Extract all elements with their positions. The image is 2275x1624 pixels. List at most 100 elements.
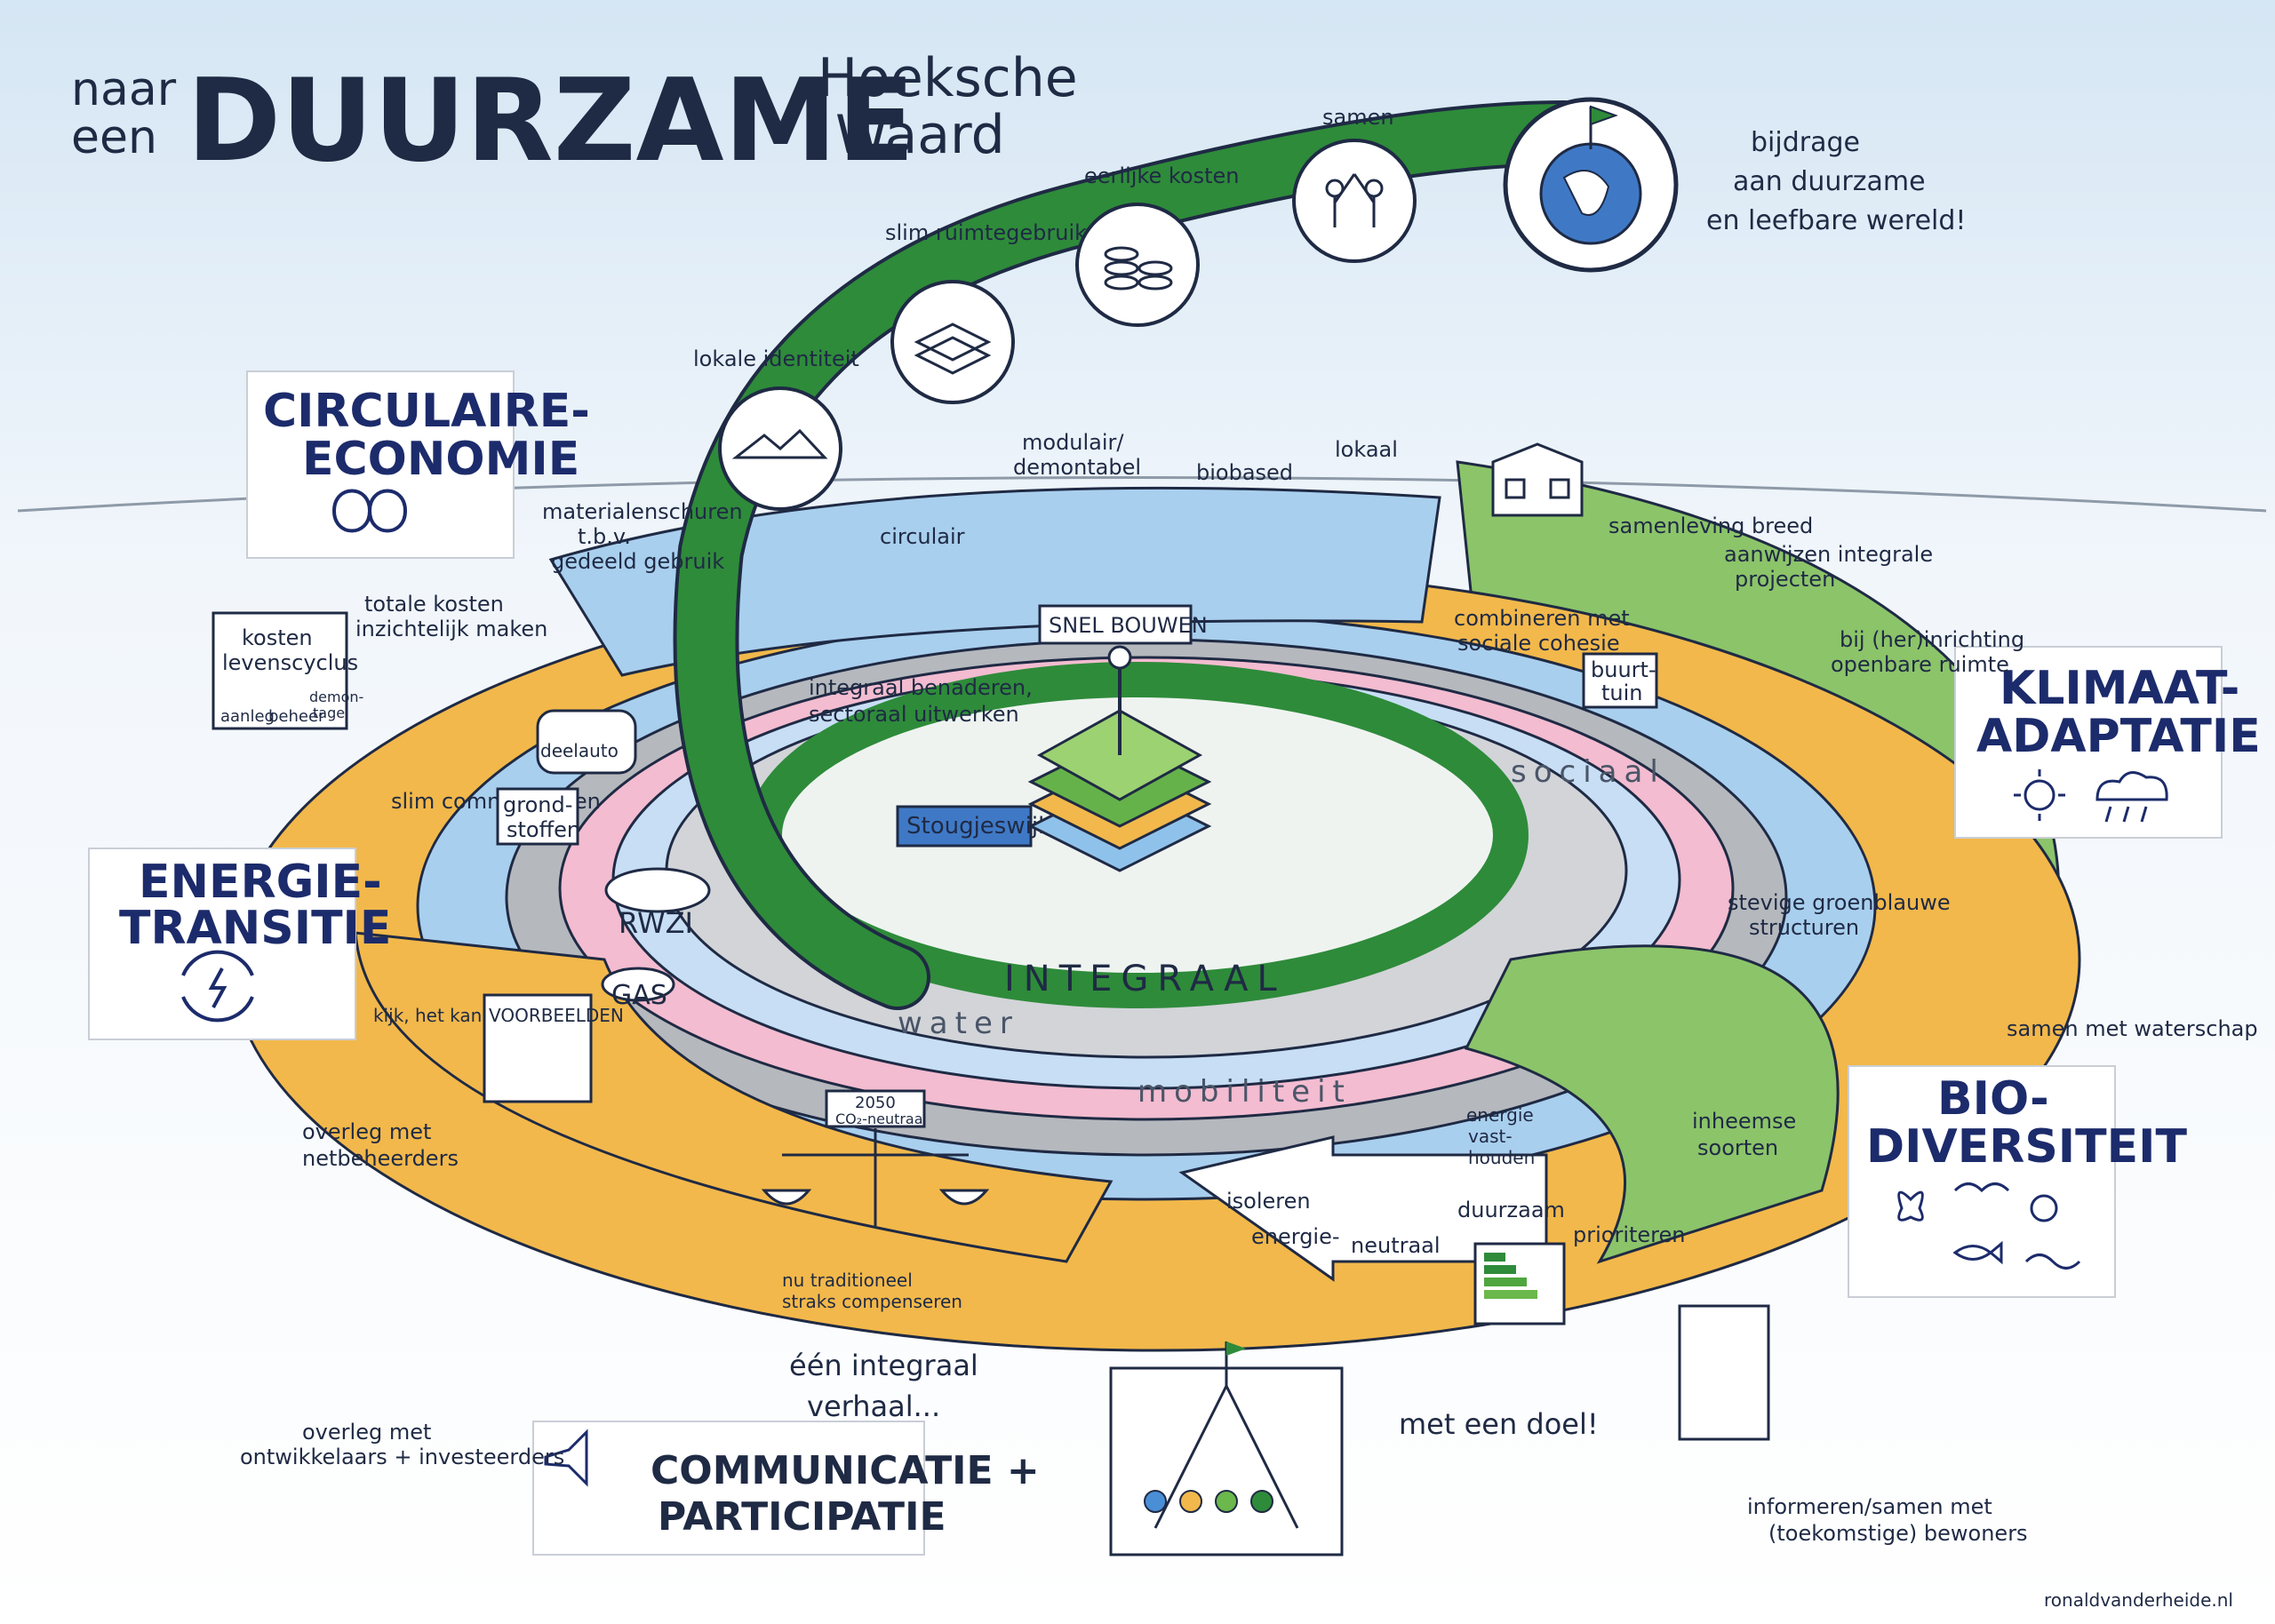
klimaat-note-stevige: stevige groenblauwe	[1728, 890, 1951, 915]
energie-note-houden: houden	[1468, 1147, 1535, 1168]
theme-energie-transitie: ENERGIE- TRANSITIE	[88, 848, 391, 1040]
energie-note-nu-traditioneel: nu traditioneel	[782, 1270, 913, 1291]
landscape-icon	[731, 428, 828, 459]
theme-communicatie: COMMUNICATIE + PARTICIPATIE	[532, 1421, 1040, 1556]
klimaat-note-combineren: combineren met	[1454, 606, 1630, 631]
center-sign-text: Stougjeswijk	[906, 813, 1051, 840]
goal-caption-3: en leefbare wereld!	[1706, 205, 1966, 236]
energy-cycle-icon	[181, 950, 254, 1023]
theme-title-2: ADAPTATIE	[1976, 710, 2261, 763]
megaphone-icon	[544, 1429, 588, 1487]
roadmap-board	[1109, 1341, 1344, 1556]
cirkel-note-grond: grond-	[503, 792, 572, 817]
theme-box	[246, 370, 515, 559]
ring-label-water: water	[898, 1006, 1019, 1041]
goal-label-2: slim ruimtegebruik	[885, 220, 1087, 245]
bird-icon	[1953, 1182, 2010, 1193]
cirkel-note-biobased: biobased	[1196, 460, 1293, 485]
energie-note-2050: 2050	[855, 1094, 896, 1112]
energie-note-energie2: energie	[1466, 1104, 1534, 1126]
comm-note-overleg: overleg met	[302, 1420, 431, 1445]
rain-cloud-icon	[2095, 771, 2168, 823]
goal-lokale-identiteit: lokale identiteit	[693, 346, 859, 511]
theme-title-1: BIO-	[1937, 1072, 2049, 1126]
center-layer-stack-icon	[1027, 645, 1212, 872]
cirkel-note-snel-bouwen: SNEL BOUWEN	[1049, 613, 1208, 638]
cirkel-note-kosten: kosten	[242, 625, 313, 650]
goal-eerlijke-kosten: eerlijke kosten	[1075, 163, 1239, 327]
goal-label-3: eerlijke kosten	[1084, 163, 1239, 188]
cirkel-note-stoffen: stoffen	[507, 817, 580, 842]
gas-tank	[601, 967, 675, 1002]
klimaat-note-sociale-cohesie: sociale cohesie	[1457, 631, 1620, 656]
approach-note-1: integraal benaderen,	[809, 675, 1033, 700]
voorbeelden-board	[483, 993, 593, 1103]
goal-label-4: samen	[1322, 105, 1394, 130]
klimaat-note-projecten: projecten	[1735, 567, 1835, 592]
butterfly-icon	[1897, 1190, 1924, 1222]
theme-title-1: COMMUNICATIE +	[651, 1448, 1040, 1493]
flipchart	[1678, 1304, 1770, 1441]
klimaat-note-waterschap: samen met waterschap	[2007, 1016, 2258, 1041]
theme-title-1: KLIMAAT-	[2000, 662, 2239, 715]
comm-note-doel: met een doel!	[1399, 1407, 1599, 1441]
energie-note-vast: vast-	[1468, 1126, 1513, 1147]
energie-note-kijk: kijk, het kan!	[373, 1005, 489, 1026]
header-title: DUURZAME	[187, 55, 914, 187]
cirkel-note-demon: demon-	[309, 689, 363, 705]
balance-scale-icon	[761, 1128, 990, 1226]
theme-box	[1954, 646, 2223, 839]
cirkel-note-modulair: modulair/	[1022, 430, 1124, 455]
cirkel-note-totale-kosten: totale kosten	[364, 592, 504, 617]
coin-stacks-icon	[1104, 246, 1173, 291]
cirkel-note-materialenschuren: materialenschuren	[542, 499, 743, 524]
theme-biodiversiteit: BIO- DIVERSITEIT	[1848, 1065, 2187, 1298]
klimaat-note-herinrichting: bij (her)inrichting	[1840, 627, 2024, 652]
people-high-five-icon	[1325, 173, 1384, 227]
energie-note-netbeheerders: netbeheerders	[302, 1146, 459, 1171]
rwzi-tank	[604, 867, 711, 913]
energie-note-duurzaam: duurzaam	[1457, 1198, 1565, 1222]
theme-klimaat-adaptatie: KLIMAAT- ADAPTATIE	[1954, 646, 2261, 839]
cirkel-note-lokaal: lokaal	[1335, 437, 1398, 462]
klimaat-note-aanwijzen: aanwijzen integrale	[1724, 542, 1933, 567]
header-prefix-1: naar	[71, 63, 177, 116]
theme-box	[88, 848, 356, 1040]
klimaat-note-buurt: buurt-	[1591, 657, 1656, 682]
theme-title-2: TRANSITIE	[119, 902, 391, 955]
goal-caption-2: aan duurzame	[1733, 166, 1926, 197]
theme-title-2: ECONOMIE	[302, 433, 579, 486]
klimaat-note-tuin: tuin	[1601, 681, 1643, 705]
theme-title-1: ENERGIE-	[139, 856, 382, 909]
approach-note-2: sectoraal uitwerken	[809, 702, 1019, 727]
infinity-icon	[331, 489, 408, 533]
energie-note-energie: energie-	[1251, 1224, 1340, 1249]
comm-note-verhaal-1: één integraal	[789, 1349, 978, 1382]
buurttuin-sign	[1582, 652, 1658, 709]
isoleren-arrow	[1178, 1135, 1548, 1282]
snel-bouwen-banner	[1038, 604, 1193, 645]
energie-note-neutraal: neutraal	[1351, 1233, 1441, 1258]
energie-note-prioriteren: prioriteren	[1573, 1222, 1685, 1247]
cirkel-note-deelauto: deelauto	[540, 740, 619, 761]
deelauto-van	[536, 709, 637, 775]
cirkel-note-beheer: beheer	[268, 707, 325, 726]
goal-wereld	[1503, 97, 1679, 273]
goal-label-1: lokale identiteit	[693, 346, 859, 371]
header-suffix-2: Waard	[835, 104, 1005, 166]
levenscyclus-board	[212, 611, 348, 730]
globe-land	[1562, 170, 1610, 216]
energie-note-overleg: overleg met	[302, 1119, 431, 1144]
comm-note-informeren: informeren/samen met	[1747, 1494, 1992, 1519]
theme-title-2: DIVERSITEIT	[1866, 1120, 2187, 1174]
sector-green-bio	[1464, 944, 1840, 1264]
ring-label-mobiliteit: mobiliteit	[1138, 1074, 1352, 1110]
cirkel-note-inzichtelijk: inzichtelijk maken	[355, 617, 547, 641]
credit-text: ronaldvanderheide.nl	[2044, 1589, 2233, 1611]
energie-note-co2: CO₂-neutraal	[835, 1111, 927, 1127]
sector-circular	[548, 486, 1441, 677]
header: naar een DUURZAME Hoeksche Waard	[71, 47, 1078, 187]
flower-icon	[2030, 1194, 2058, 1222]
header-prefix-2: een	[71, 111, 157, 164]
